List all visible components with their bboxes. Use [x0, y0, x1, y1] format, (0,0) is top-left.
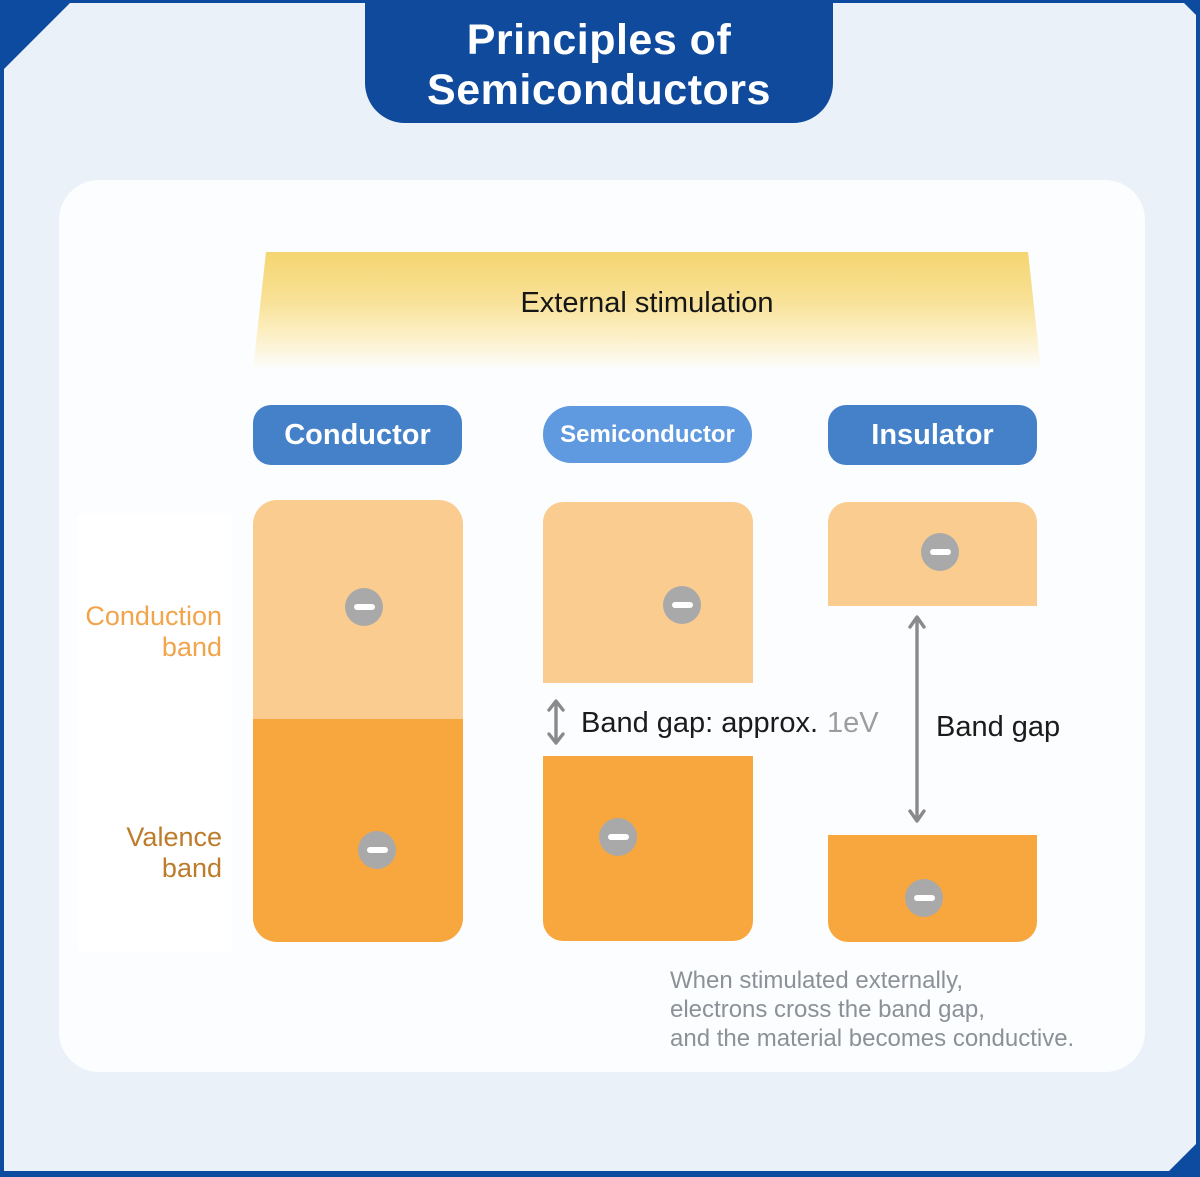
electron-icon — [663, 586, 701, 624]
semiconductor-pill: Semiconductor — [543, 406, 752, 463]
title-line-1: Principles of — [466, 15, 732, 64]
conductor-pill-label: Conductor — [284, 418, 431, 451]
minus-icon — [929, 549, 951, 555]
band-gap-text: Band gap — [936, 711, 1061, 743]
band-gap-value: 1eV — [827, 707, 879, 739]
band-gap-arrow-large-icon — [908, 615, 926, 823]
conduction-band-label: Conduction band — [57, 601, 222, 663]
minus-icon — [366, 847, 388, 853]
title-line-2: Semiconductors — [427, 65, 771, 114]
semiconductor-pill-label: Semiconductor — [560, 420, 735, 448]
band-gap-arrow-small-icon — [547, 699, 565, 745]
electron-icon — [358, 831, 396, 869]
minus-icon — [671, 602, 693, 608]
caption-line-3: and the material becomes conductive. — [670, 1025, 1075, 1052]
minus-icon — [607, 834, 629, 840]
semiconductor-band-gap-annotation: Band gap: approx.1eV — [581, 707, 879, 740]
caption: When stimulated externally, electrons cr… — [670, 966, 1074, 1053]
electron-icon — [905, 879, 943, 917]
title-tab: Principles of Semiconductors — [365, 0, 833, 123]
valence-band-label-line-2: band — [161, 853, 222, 883]
electron-icon — [345, 588, 383, 626]
minus-icon — [353, 604, 375, 610]
insulator-band-gap-annotation: Band gap — [936, 711, 1060, 744]
semiconductor-conduction-band-segment — [543, 502, 753, 683]
electron-icon — [599, 818, 637, 856]
valence-band-label: Valence band — [57, 822, 222, 884]
band-gap-text: Band gap: approx. — [581, 707, 819, 739]
minus-icon — [913, 895, 935, 901]
valence-band-label-line-1: Valence — [126, 822, 222, 852]
conductor-pill: Conductor — [253, 405, 462, 465]
conductor-band-block — [253, 500, 463, 942]
conduction-band-label-line-1: Conduction — [85, 601, 222, 631]
band-labels-panel — [77, 513, 232, 952]
conduction-band-label-line-2: band — [161, 632, 222, 662]
semiconductor-valence-band-segment — [543, 756, 753, 941]
caption-line-2: electrons cross the band gap, — [670, 996, 985, 1023]
insulator-pill: Insulator — [828, 405, 1037, 465]
caption-line-1: When stimulated externally, — [670, 967, 964, 994]
external-stimulation-label: External stimulation — [520, 287, 774, 319]
conductor-valence-band-segment — [253, 719, 463, 942]
insulator-pill-label: Insulator — [871, 418, 994, 451]
external-stimulation-banner: External stimulation — [253, 252, 1041, 370]
electron-icon — [921, 533, 959, 571]
